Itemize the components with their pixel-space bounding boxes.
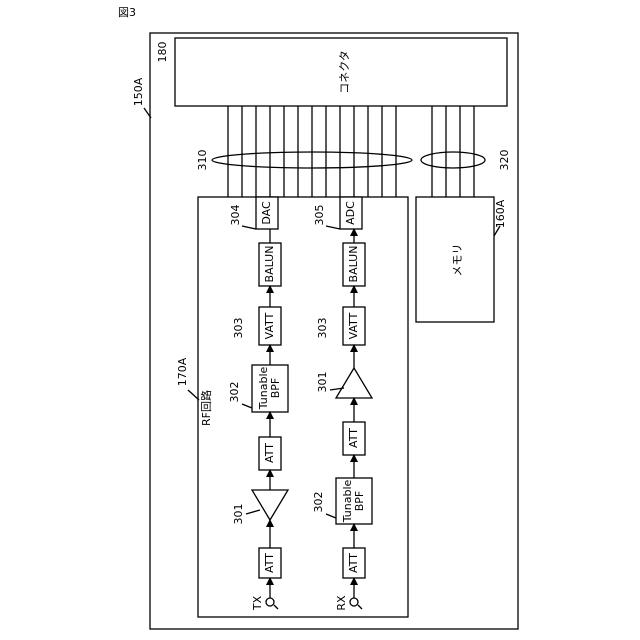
rx-adc-ref: 305 xyxy=(313,205,326,226)
rx-port-label: RX xyxy=(335,595,348,611)
tx-att-lower-label: ATT xyxy=(263,553,276,573)
bundle-310-label: 310 xyxy=(196,150,209,171)
bundle-320-label: 320 xyxy=(498,150,511,171)
rx-balun-label: BALUN xyxy=(347,246,360,283)
connector-name-label: コネクタ xyxy=(338,50,351,94)
memory-ref-label: 160A xyxy=(494,199,507,228)
rx-att-lower-label: ATT xyxy=(347,553,360,573)
tx-att-upper-label: ATT xyxy=(263,443,276,463)
rx-amp-ref: 301 xyxy=(316,372,329,393)
tx-balun-label: BALUN xyxy=(263,246,276,283)
tx-amp-ref: 301 xyxy=(232,504,245,525)
rx-att-upper-label: ATT xyxy=(347,428,360,448)
tx-bpf-label-2: BPF xyxy=(269,378,282,399)
tx-dac-label: DAC xyxy=(260,201,273,225)
tx-vatt-label: VATT xyxy=(263,312,276,339)
connector-ref-label: 180 xyxy=(156,42,169,63)
rf-circuit-name-label: RF回路 xyxy=(200,390,213,426)
tx-dac-ref: 304 xyxy=(229,205,242,226)
rx-vatt-ref: 303 xyxy=(316,318,329,339)
rx-bpf-ref: 302 xyxy=(312,492,325,513)
rx-vatt-label: VATT xyxy=(347,312,360,339)
tx-vatt-ref: 303 xyxy=(232,318,245,339)
figure-label: 図3 xyxy=(118,6,136,19)
rx-bpf-label-2: BPF xyxy=(353,491,366,512)
rf-circuit-box xyxy=(198,197,408,617)
rx-adc-label: ADC xyxy=(344,201,357,225)
device-ref-label: 150A xyxy=(132,77,145,106)
rf-circuit-ref-label: 170A xyxy=(176,357,189,386)
tx-port-label: TX xyxy=(251,595,264,611)
tx-bpf-ref: 302 xyxy=(228,382,241,403)
memory-name-label: メモリ xyxy=(451,244,464,277)
